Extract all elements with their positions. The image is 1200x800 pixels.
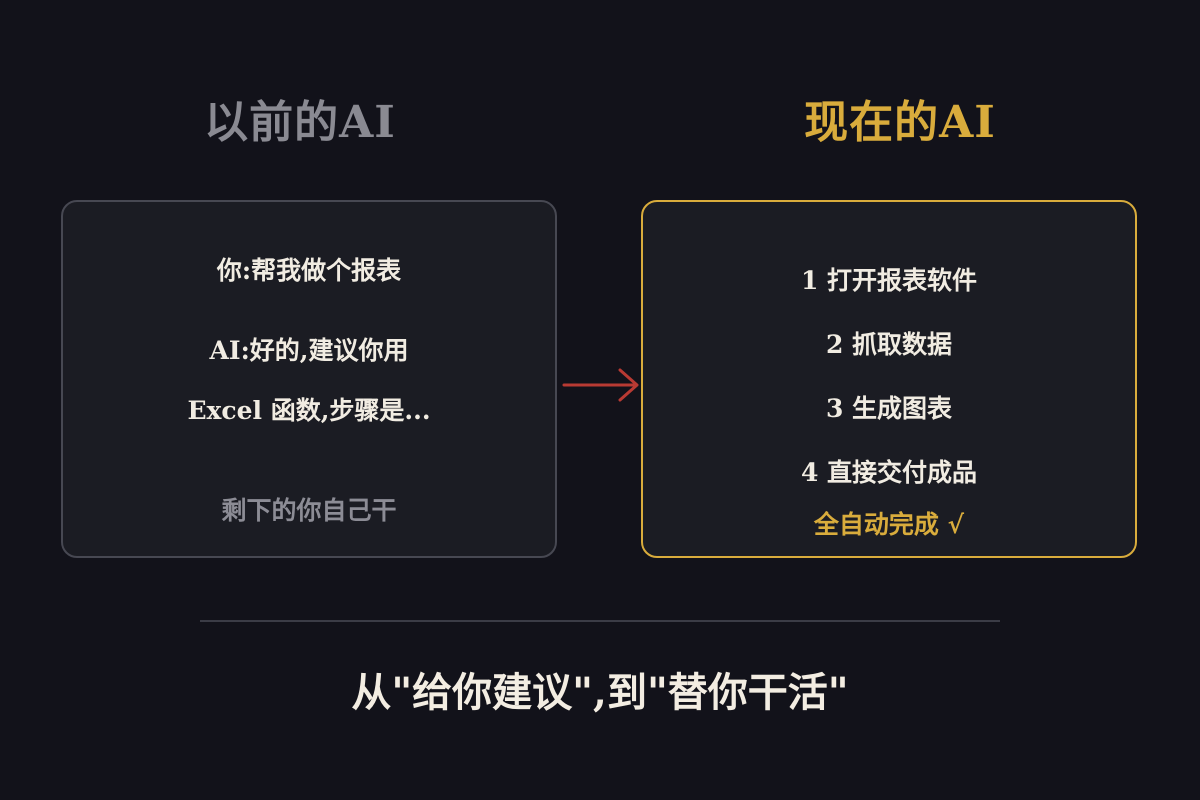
step-item-4: 4 直接交付成品 [800,458,978,487]
ai-reply-line-2: Excel 函数,步骤是... [187,396,431,425]
tagline: 从"给你建议",到"替你干活" [351,669,849,716]
old-ai-card: 你:帮我做个报表 AI:好的,建议你用 Excel 函数,步骤是... 剩下的你… [61,200,557,558]
ai-reply-line-1: AI:好的,建议你用 [209,336,409,365]
step-item-3: 3 生成图表 [825,394,953,423]
new-ai-card: 1 打开报表软件 2 抓取数据 3 生成图表 4 直接交付成品 全自动完成 √ [641,200,1137,558]
divider-line [200,620,1000,622]
user-request-line: 你:帮我做个报表 [216,256,402,285]
step-item-2: 2 抓取数据 [825,330,953,359]
right-arrow-icon [562,368,639,402]
step-item-1: 1 打开报表软件 [800,266,978,295]
remaining-work-line: 剩下的你自己干 [221,496,397,525]
new-ai-heading: 现在的AI [804,97,996,148]
old-ai-heading: 以前的AI [204,97,396,148]
auto-complete-status: 全自动完成 √ [813,510,965,539]
